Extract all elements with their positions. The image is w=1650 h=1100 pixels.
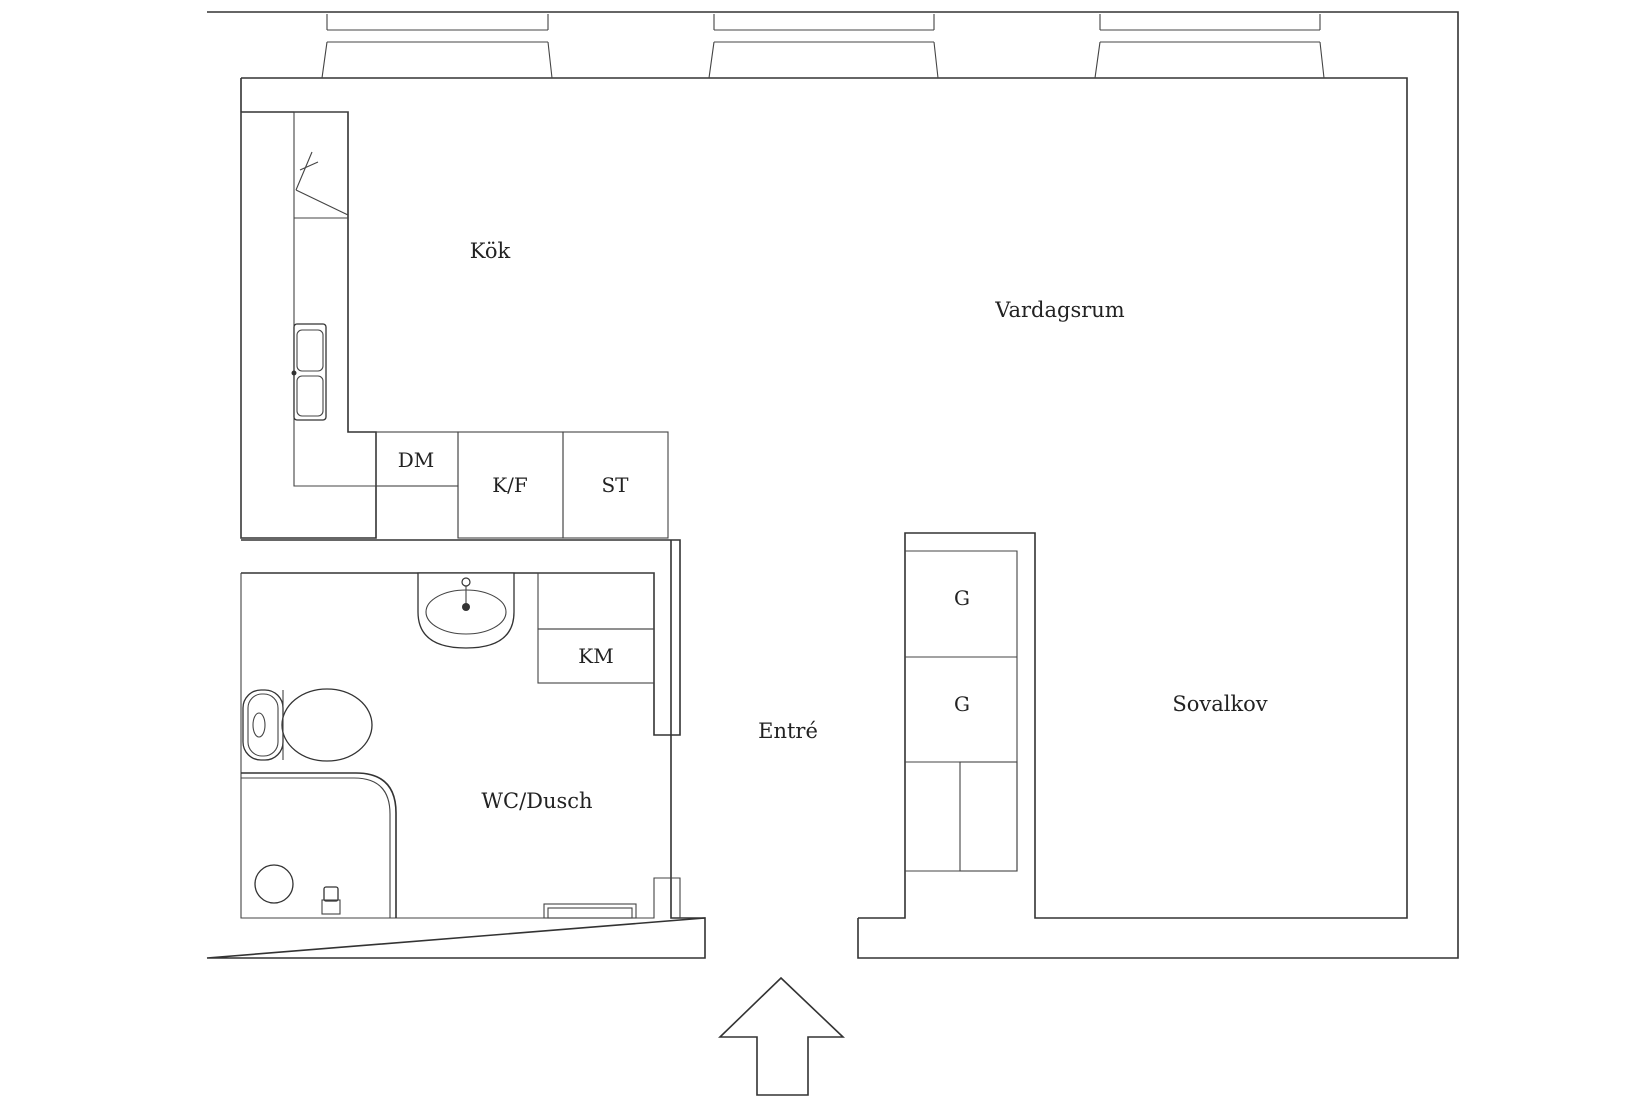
label-bathroom: WC/Dusch [481,789,592,813]
kitchen-sink-icon [291,323,327,421]
label-fridge-freezer: K/F [492,473,528,497]
room-labels: Kök Vardagsrum Entré WC/Dusch Sovalkov [470,239,1268,813]
appliance-labels: DM K/F ST KM G G [398,448,970,716]
arrow-up-icon [718,976,846,1096]
label-washing-machine: KM [578,644,613,668]
label-living-room: Vardagsrum [994,298,1125,322]
label-dishwasher: DM [398,448,435,472]
outer-walls [206,11,1459,959]
threshold [543,903,637,919]
appliance-row [375,431,669,539]
toilet-icon [242,688,373,762]
label-wardrobe-1: G [954,586,970,610]
label-wardrobe-2: G [954,692,970,716]
wardrobe-unit [905,550,1018,872]
windows [321,14,1325,79]
label-kitchen: Kök [470,239,511,263]
label-stove: ST [601,473,629,497]
label-sleeping-alcove: Sovalkov [1172,692,1267,716]
bathroom-sink-icon [417,572,515,649]
label-entrance: Entré [758,719,818,743]
washing-machine [537,572,655,684]
shower-icon [241,772,397,918]
